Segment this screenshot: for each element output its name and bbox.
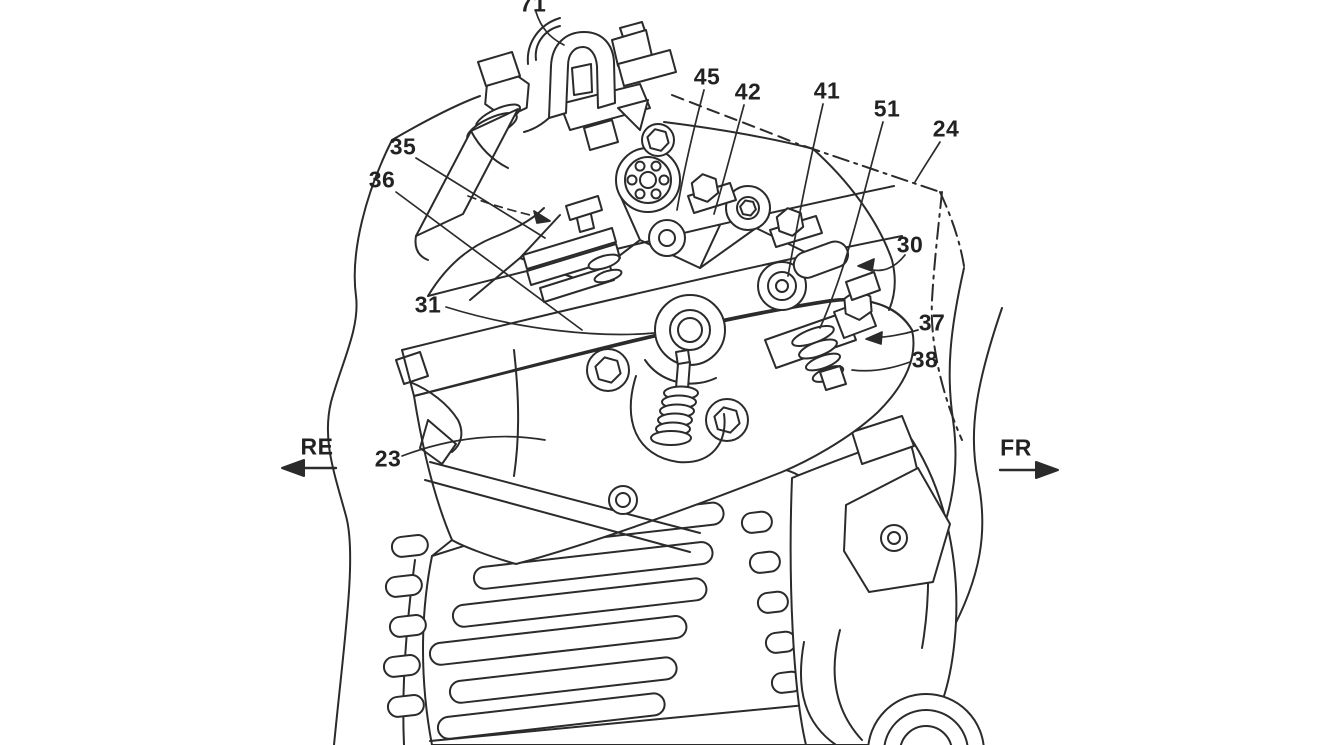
front-cover xyxy=(789,415,985,745)
section-boundary-lines xyxy=(671,94,965,441)
left-injector xyxy=(414,51,530,261)
six-hole-flange xyxy=(615,147,681,213)
pointer-arrows xyxy=(533,210,919,345)
spark-plug xyxy=(629,349,726,464)
mid-injector-clamp xyxy=(522,195,623,303)
leader-lines xyxy=(395,11,941,457)
re-arrow-icon xyxy=(281,459,338,477)
right-injector xyxy=(764,271,881,391)
engine-mount-circles xyxy=(867,693,985,745)
plug-hole-clamp xyxy=(523,17,677,157)
fr-arrow-icon xyxy=(998,461,1059,479)
frame-break-line-left xyxy=(326,95,481,745)
